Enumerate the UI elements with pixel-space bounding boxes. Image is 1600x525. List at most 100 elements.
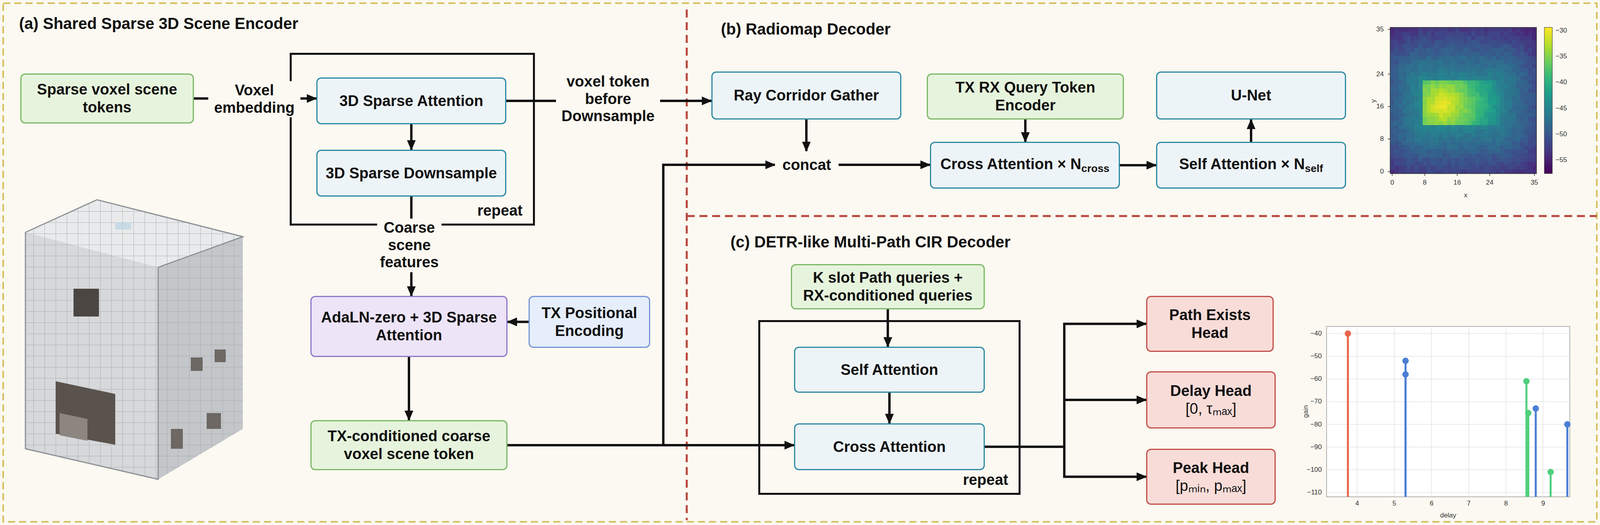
plot-mark — [1503, 129, 1509, 134]
plot-mark — [1459, 112, 1464, 118]
plot-mark — [1406, 165, 1411, 171]
plot-mark — [1426, 96, 1432, 101]
plot-mark — [1459, 129, 1464, 134]
plot-mark — [1512, 145, 1517, 150]
plot-mark — [1422, 27, 1428, 32]
plot-mark — [1459, 116, 1464, 122]
plot-mark — [1520, 124, 1525, 130]
repeat-label: repeat — [962, 471, 1009, 490]
plot-mark — [1483, 153, 1488, 158]
plot-mark — [1443, 133, 1448, 138]
plot-mark — [1475, 100, 1480, 105]
head-box: Path Exists Head — [1146, 296, 1274, 353]
plot-mark — [1439, 116, 1444, 122]
plot-mark — [1450, 153, 1456, 158]
plot-mark — [1507, 47, 1513, 53]
plot-mark — [1516, 108, 1521, 113]
plot-mark — [1491, 80, 1497, 85]
plot-mark — [1475, 124, 1480, 130]
plot-mark — [1414, 92, 1419, 97]
plot-mark — [1410, 51, 1415, 57]
plot-mark — [1398, 116, 1403, 122]
plot-mark — [1439, 63, 1444, 69]
plot-mark — [1390, 51, 1395, 57]
plot-mark — [1524, 71, 1529, 77]
plot-mark — [1430, 124, 1436, 130]
plot-mark — [1450, 116, 1456, 122]
plot-mark — [1475, 145, 1480, 150]
plot-mark — [1503, 153, 1509, 158]
plot-mark — [1475, 88, 1480, 93]
plot-mark — [1532, 145, 1537, 150]
plot-mark — [1406, 96, 1411, 101]
plot-mark — [1398, 92, 1403, 97]
plot-mark — [1549, 472, 1552, 498]
plot-mark — [1434, 153, 1440, 158]
plot-mark — [1446, 116, 1452, 122]
plot-mark — [1507, 124, 1513, 130]
plot-mark — [1487, 63, 1492, 69]
panel-divider — [685, 9, 688, 521]
plot-mark — [1524, 92, 1529, 97]
plot-mark — [1483, 129, 1488, 134]
plot-mark — [1414, 80, 1419, 85]
plot-mark — [1471, 60, 1476, 65]
plot-mark — [1459, 137, 1464, 142]
plot-mark — [1520, 129, 1525, 134]
plot-mark — [1434, 137, 1440, 142]
plot-mark — [1414, 157, 1419, 162]
plot-mark — [1532, 92, 1537, 97]
plot-mark — [1516, 67, 1521, 73]
plot-mark — [1422, 145, 1428, 150]
plot-mark — [1507, 67, 1513, 73]
plot-mark — [1402, 92, 1407, 97]
plot-mark — [1406, 84, 1411, 89]
plot-mark — [1390, 145, 1395, 150]
plot-mark — [1402, 165, 1407, 171]
plot-mark — [1426, 92, 1432, 97]
plot-mark — [1394, 27, 1399, 32]
plot-mark — [1512, 67, 1517, 73]
plot-mark — [1479, 124, 1484, 130]
plot-mark — [1410, 35, 1415, 40]
plot-mark — [1390, 153, 1395, 158]
plot-mark — [1520, 161, 1525, 166]
plot-mark — [1390, 60, 1395, 65]
plot-mark — [1528, 76, 1533, 81]
plot-mark — [1406, 133, 1411, 138]
plot-mark — [1507, 39, 1513, 45]
plot-mark — [1528, 112, 1533, 118]
plot-mark — [1390, 157, 1395, 162]
plot-mark — [1443, 157, 1448, 162]
plot-mark — [1507, 80, 1513, 85]
plot-mark — [1467, 141, 1472, 146]
plot-mark — [1455, 67, 1460, 73]
plot-mark — [1418, 92, 1424, 97]
plot-mark — [1406, 104, 1411, 109]
plot-mark — [1491, 165, 1497, 171]
plot-mark — [1475, 157, 1480, 162]
plot-mark — [1398, 67, 1403, 73]
plot-mark — [1410, 63, 1415, 69]
plot-mark — [1422, 100, 1428, 105]
plot-mark — [1516, 133, 1521, 138]
plot-mark — [1532, 47, 1537, 53]
plot-mark — [1414, 27, 1419, 32]
plot-mark — [1525, 381, 1528, 498]
plot-mark — [1467, 145, 1472, 150]
plot-mark — [1443, 120, 1448, 126]
plot-mark — [1479, 137, 1484, 142]
plot-mark — [1467, 51, 1472, 57]
plot-mark — [1418, 76, 1424, 81]
plot-mark — [1402, 96, 1407, 101]
plot-mark — [1443, 27, 1448, 32]
plot-mark — [1487, 47, 1492, 53]
plot-mark — [1520, 67, 1525, 73]
plot-mark — [1528, 92, 1533, 97]
plot-mark — [1455, 35, 1460, 40]
tick-label: 16 — [1453, 178, 1461, 187]
plot-mark — [1479, 76, 1484, 81]
plot-mark — [1483, 47, 1488, 53]
plot-mark — [1471, 161, 1476, 166]
plot-mark — [1528, 39, 1533, 45]
